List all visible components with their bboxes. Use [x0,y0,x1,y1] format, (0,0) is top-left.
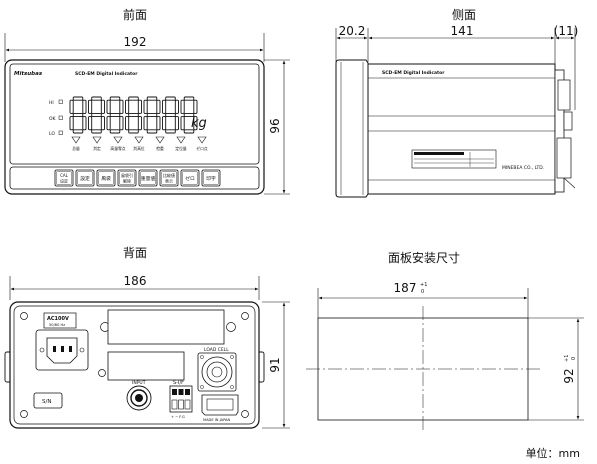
load-cell-connector [197,352,237,392]
keypad-buttons: CAL设定設定風袋風袋引解除重量値比較値表示ゼロ印字 [54,169,221,187]
option-slot-top [107,309,225,345]
indicator-label: 总量 [72,146,80,151]
back-view-title: 背面 [123,246,147,260]
serial-number-label: S/N [42,399,51,405]
indicator-label: 检重 [156,146,164,151]
keypad-button-label-bottom: 表示 [165,178,173,184]
indicator-triangle-icon [197,136,207,144]
front-height-dimension: 96 [268,118,282,133]
keypad-button[interactable]: 印字 [201,169,221,187]
keypad-button-label-top: CAL [60,173,69,178]
status-label-hi: HI [49,100,54,106]
back-height-dimension: 91 [268,357,282,372]
indicator-label: 高量零点 [110,146,125,151]
display-digit [162,96,179,134]
indicator-triangle-icon [92,136,102,144]
cutout-width-tolerance-minus: 0 [421,289,424,295]
status-lamp-hi [58,99,63,104]
side-view: 侧面 20.2 141 (11) SCD-EM Digital Indicato… [335,8,579,198]
side-rear-terminals [554,69,565,193]
keypad-button-label: 設定 [80,175,90,182]
power-label: AC100V [47,316,69,322]
unit-note: 单位：mm [526,446,580,460]
cutout-height-dimension: 92 [562,368,576,383]
keypad-button-label: ゼロ [185,175,195,182]
indicator-triangle-icon [134,136,144,144]
indicator-triangle-icon [113,136,123,144]
display-digit [125,96,142,134]
keypad-button-label-bottom: 解除 [123,178,131,184]
side-front-bezel [335,59,369,198]
power-label-plate [43,312,77,329]
indicator-label: ゼロ点 [196,146,208,151]
side-manufacturer-label: MINEBEA CO., LTD. [502,165,544,171]
si-terminal-legend: + − F.G [171,415,185,419]
cutout-width-tolerance-plus: +1 [420,282,427,288]
panel-cutout-view: 面板安装尺寸 187 +1 0 92 +1 0 [306,250,584,432]
side-front-depth-dimension: 20.2 [339,24,366,38]
indicator-label: 判定 [93,146,101,151]
status-lamp-lo [58,130,63,135]
side-body [367,63,556,195]
keypad-button-label-bottom: 设定 [60,178,68,184]
side-top-label: SCD-EM Digital Indicator [382,70,445,76]
side-terminal-depth-dimension: (11) [554,24,579,38]
status-lamp-ok [58,115,63,120]
keypad-button-label-top: 比較値 [163,172,175,178]
keypad-button-label: 風袋 [101,175,111,182]
display-digit [69,96,87,134]
front-view: 前面 192 96 Mitsubas SCD-EM Digital Indica… [4,7,290,195]
made-in-label: MADE IN JAPAN [203,418,230,422]
side-view-title: 侧面 [452,8,476,22]
keypad-button-label: 印字 [206,175,216,182]
front-view-title: 前面 [123,7,147,22]
display-digit [88,96,105,134]
power-sub-label: 50/60 Hz [49,323,65,327]
display-unit: kg [191,116,207,131]
status-label-lo: LO [49,131,55,137]
load-cell-label: LOAD CELL [204,347,229,353]
display-digit [106,96,124,134]
keypad-button-label-top: 風袋引 [121,172,133,178]
front-brand-logo: Mitsubas [14,71,43,77]
si-label: S-I/F [173,380,184,386]
cutout-view-title: 面板安装尺寸 [388,250,460,265]
seven-segment-display [69,96,198,134]
cutout-height-tolerance-plus: +1 [564,355,570,362]
front-display-bezel [9,63,260,165]
status-label-ok: OK [49,116,57,122]
keypad-button[interactable]: 風袋 [96,169,116,187]
keypad-button[interactable]: 設定 [75,169,95,187]
serial-number-plate [33,392,63,409]
back-width-dimension: 186 [124,274,147,288]
indicator-triangle-icon [71,136,81,144]
option-slot-bottom [107,351,185,381]
indicator-triangle-icon [176,136,186,144]
side-body-depth-dimension: 141 [451,24,474,38]
indicator-label: 定位量 [175,146,187,151]
cutout-height-tolerance-minus: 0 [571,357,577,360]
indicator-label: 判高位 [133,146,145,151]
keypad-button[interactable]: 重量値 [138,169,158,187]
aux-connector [201,394,239,416]
front-model-label: SCD-EM Digital Indicator [75,71,138,77]
input-label: INPUT [132,380,146,386]
keypad-button[interactable]: ゼロ [180,169,200,187]
cutout-width-dimension: 187 [394,281,417,295]
display-digit [180,96,198,134]
indicator-lamps: 总量 判定 高量零点 判高位 检重 定位量 ゼロ点 [71,136,208,151]
back-view: 背面 186 91 AC100V 50/60 Hz [4,246,290,429]
front-width-dimension: 192 [124,35,147,49]
display-digit [143,96,161,134]
indicator-triangle-icon [155,136,165,144]
keypad-button-label: 重量値 [141,175,156,182]
